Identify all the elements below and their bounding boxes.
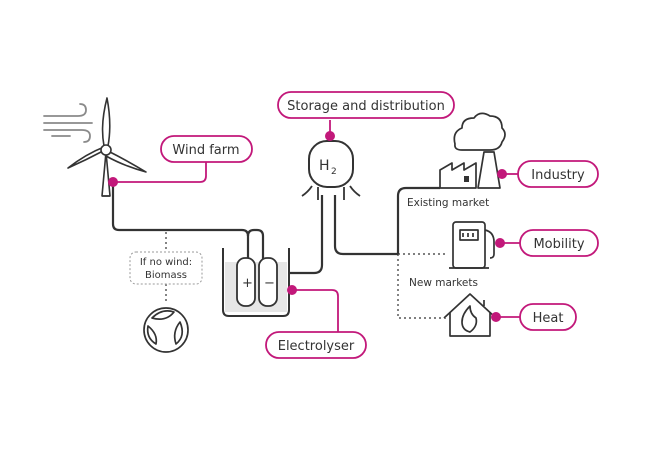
connection-lines	[111, 182, 440, 275]
industry-label-pill: Industry	[517, 160, 599, 188]
wind-gust-icon	[43, 103, 93, 143]
fuel-pump-icon	[449, 221, 495, 269]
electrolyser-label: Electrolyser	[278, 339, 355, 354]
turbine-to-electrolyser-line-3	[246, 228, 265, 237]
tank-subscript-label: 2	[331, 167, 337, 177]
electrolyser-to-tank-line	[290, 195, 324, 275]
mobility-label: Mobility	[533, 237, 584, 252]
biomass-note-line2: Biomass	[145, 270, 187, 281]
positive-electrode-label: +	[242, 276, 253, 291]
mobility-label-pill: Mobility	[519, 229, 599, 257]
storage-label-pill: Storage and distribution	[277, 91, 455, 119]
new-markets-label: New markets	[409, 277, 478, 289]
tank-to-market-line	[333, 195, 398, 256]
house-flame-icon	[443, 293, 497, 337]
wind-farm-label-pill: Wind farm	[160, 135, 253, 163]
storage-label: Storage and distribution	[287, 99, 445, 114]
wind-farm-label: Wind farm	[172, 143, 239, 158]
tank-h-label: H	[319, 158, 330, 174]
label-dots	[108, 131, 507, 322]
industry-label: Industry	[531, 168, 585, 183]
factory-icon	[439, 112, 506, 189]
recycle-leaves-icon	[143, 307, 189, 353]
biomass-note: If no wind: Biomass	[129, 251, 203, 285]
negative-electrode-label: −	[264, 276, 275, 291]
wind-turbine-icon	[67, 97, 147, 197]
heat-label: Heat	[533, 311, 564, 326]
electrolyser-label-pill: Electrolyser	[265, 331, 367, 359]
dotted-lines	[165, 232, 448, 319]
biomass-note-line1: If no wind:	[140, 257, 192, 268]
heat-dotted-line	[397, 254, 448, 319]
existing-market-label: Existing market	[407, 197, 489, 209]
electrolyser-tank-icon: + −	[222, 248, 290, 317]
hydrogen-tank-icon: H 2	[301, 140, 361, 200]
existing-market-line	[396, 186, 440, 254]
heat-label-pill: Heat	[519, 303, 577, 331]
